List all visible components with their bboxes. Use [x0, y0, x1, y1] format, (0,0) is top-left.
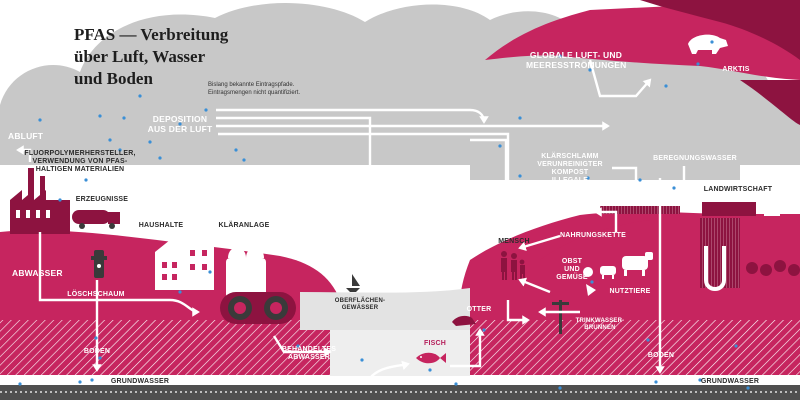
arctic-region	[485, 0, 800, 125]
label-landwirtschaft: LANDWIRTSCHAFT	[703, 186, 773, 193]
label-grundwasser-right: GRUNDWASSER	[700, 378, 760, 385]
page-title: PFAS — Verbreitung über Luft, Wasser und…	[74, 25, 229, 88]
farm-icon	[600, 196, 800, 291]
label-deposition: DEPOSITION AUS DER LUFT	[147, 114, 213, 134]
label-obst: OBST UND GEMÜSE	[556, 258, 588, 281]
label-boden-right: BODEN	[647, 352, 675, 359]
sailboat-icon	[346, 274, 360, 292]
label-sediment: SEDIMENT	[327, 379, 365, 386]
livestock-icon	[600, 252, 653, 279]
houses-icon	[155, 226, 214, 290]
fish-icon	[416, 352, 446, 364]
label-loeschschaum: LÖSCHSCHAUM	[67, 291, 125, 298]
label-trinkwasser: TRINKWASSER- BRUNNEN	[575, 318, 625, 331]
label-arktis: ARKTIS	[722, 66, 750, 73]
label-mensch: MENSCH	[498, 238, 530, 245]
factory-icon	[10, 168, 70, 234]
page-subtitle: Bislang bekannte Eintragspfade. Eintrags…	[208, 82, 301, 96]
surface-water	[300, 288, 470, 378]
polar-bear-icon	[688, 34, 728, 54]
flow-arrows	[16, 59, 689, 379]
otter-icon	[452, 315, 476, 326]
label-globale: GLOBALE LUFT- UND MEERESSTRÖMUNGEN	[526, 50, 627, 70]
hydrant-icon	[91, 250, 107, 278]
well-icon	[552, 300, 569, 334]
label-fluorpolymer: FLUORPOLYMERHERSTELLER, VERWENDUNG VON P…	[24, 150, 136, 173]
label-klaerschlamm-group: KLÄRSCHLAMM VERUNREINIGTER KOMPOST ILLEG…	[537, 153, 603, 192]
label-grundwasser-left: GRUNDWASSER	[110, 378, 170, 385]
label-klaeranlage: KLÄRANLAGE	[218, 222, 270, 229]
label-haushalte: HAUSHALTE	[138, 222, 184, 229]
label-erzeugnisse: ERZEUGNISSE	[75, 196, 129, 203]
label-beregnungswasser: BEREGNUNGSWASSER	[653, 155, 737, 162]
pfas-particles	[18, 40, 750, 390]
label-fisch: FISCH	[424, 340, 446, 347]
label-luft-2: LUFT	[228, 196, 251, 206]
label-abwasser: ABWASSER	[12, 268, 63, 278]
produce-icon	[583, 267, 596, 296]
label-oberflaechen: OBERFLÄCHEN- GEWÄSSER	[334, 298, 386, 311]
label-nahrungskette: NAHRUNGSKETTE	[560, 232, 626, 239]
people-icon	[501, 251, 525, 280]
label-behandeltes: BEHANDELTES ABWASSER	[281, 346, 337, 361]
label-otter: OTTER	[466, 306, 492, 313]
label-nutztiere: NUTZTIERE	[609, 288, 651, 295]
treatment-plant-icon	[220, 247, 296, 324]
truck-icon	[72, 210, 120, 229]
label-boden-left: BODEN	[83, 348, 111, 355]
label-abluft: ABLUFT	[8, 131, 44, 141]
label-kommunaler-klaerschlamm: KOMMUNALER KLÄRSCHLAMM	[275, 236, 333, 251]
label-luft-1: LUFT	[146, 196, 169, 206]
